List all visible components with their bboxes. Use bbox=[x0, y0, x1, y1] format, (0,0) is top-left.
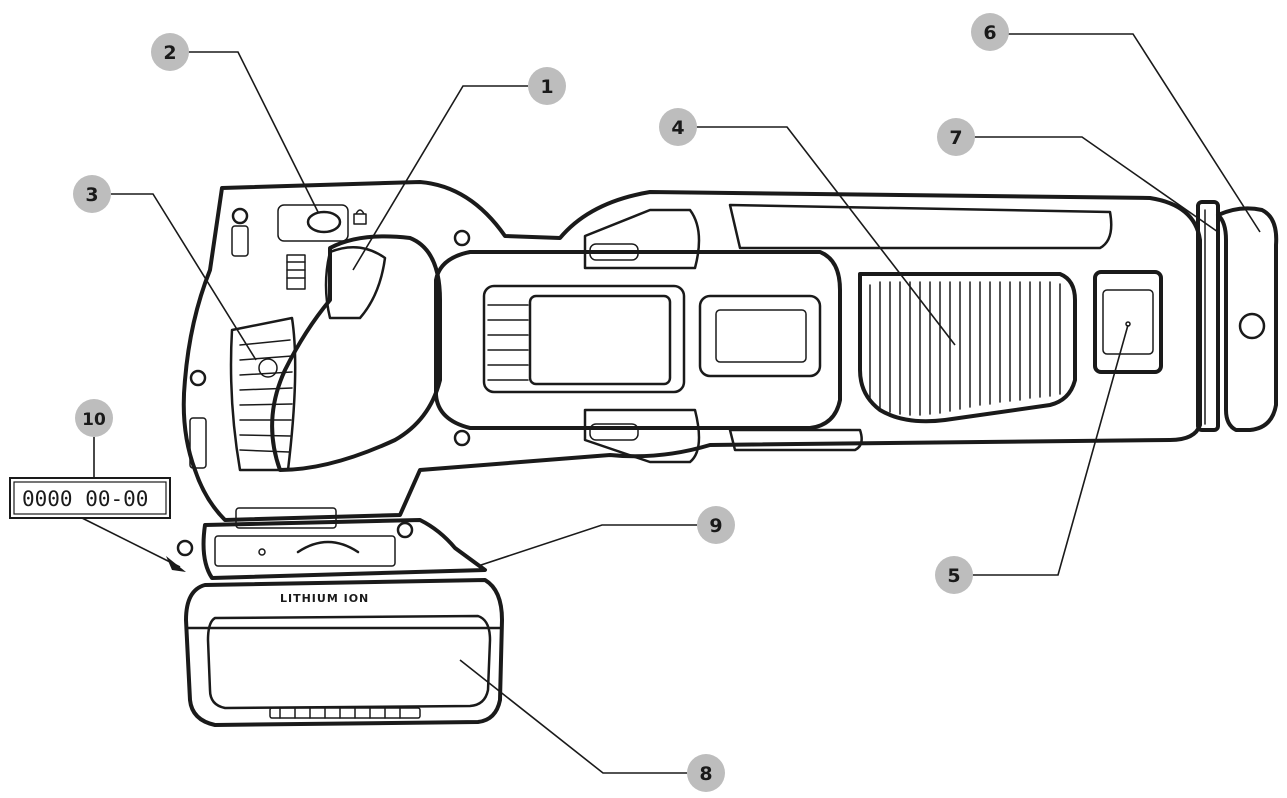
callout-badge-4: 4 bbox=[659, 108, 697, 146]
trigger bbox=[324, 245, 387, 320]
callout-badge-3: 3 bbox=[73, 175, 111, 213]
callout-number-9: 9 bbox=[709, 515, 722, 537]
date-code-text: 0000 00-00 bbox=[22, 487, 148, 511]
leader-line-8 bbox=[459, 659, 687, 774]
leader-line-1 bbox=[352, 85, 528, 271]
date-code-box: 0000 00-00 bbox=[9, 477, 171, 519]
grip-texture bbox=[869, 281, 1061, 416]
callout-number-3: 3 bbox=[85, 184, 98, 206]
motor-housing bbox=[434, 250, 842, 430]
callout-number-8: 8 bbox=[699, 763, 712, 785]
handle-opening bbox=[270, 234, 442, 472]
callout-badge-1: 1 bbox=[528, 67, 566, 105]
callout-number-2: 2 bbox=[163, 42, 176, 64]
callout-badge-9: 9 bbox=[697, 506, 735, 544]
leader-line-7 bbox=[974, 136, 1219, 233]
callout-badge-5: 5 bbox=[935, 556, 973, 594]
battery-brand-label: LITHIUM ION bbox=[280, 592, 369, 605]
leader-line-2 bbox=[188, 51, 319, 213]
callout-badge-6: 6 bbox=[971, 13, 1009, 51]
battery-contacts bbox=[279, 707, 401, 719]
saw-illustration bbox=[176, 180, 1279, 727]
lock-off-button bbox=[306, 210, 342, 234]
gear-housing-grip bbox=[858, 272, 1077, 424]
date-arrow-shaft bbox=[79, 516, 181, 568]
callout-number-1: 1 bbox=[540, 76, 553, 98]
battery-pack bbox=[184, 578, 504, 727]
leader-line-4 bbox=[680, 126, 956, 346]
date-arrow-head bbox=[166, 556, 186, 572]
leader-line-6 bbox=[1008, 33, 1261, 233]
blade-clamp-lever bbox=[1093, 270, 1163, 374]
battery-interface bbox=[201, 518, 487, 580]
callout-number-7: 7 bbox=[949, 127, 962, 149]
rear-handle-outline bbox=[181, 180, 1202, 522]
callout-number-4: 4 bbox=[671, 117, 684, 139]
callout-badge-8: 8 bbox=[687, 754, 725, 792]
leader-line-5 bbox=[972, 324, 1129, 576]
callout-number-5: 5 bbox=[947, 565, 960, 587]
callout-number-10: 10 bbox=[82, 410, 106, 430]
louvre-fins bbox=[487, 304, 529, 381]
speed-dial-area bbox=[229, 316, 297, 472]
leader-line-9 bbox=[477, 524, 697, 567]
callout-number-6: 6 bbox=[983, 22, 996, 44]
shoe-collar bbox=[1196, 200, 1220, 432]
grip-ribs bbox=[286, 254, 306, 290]
callout-badge-10: 10 bbox=[75, 399, 113, 437]
callout-badge-2: 2 bbox=[151, 33, 189, 71]
pivoting-shoe bbox=[1216, 206, 1279, 432]
callout-badge-7: 7 bbox=[937, 118, 975, 156]
leader-lines bbox=[79, 33, 1261, 774]
leader-line-3 bbox=[111, 193, 257, 361]
